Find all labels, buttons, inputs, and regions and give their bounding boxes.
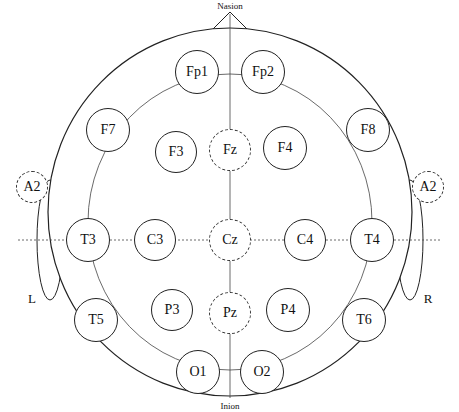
electrode-circle: A2 bbox=[16, 171, 48, 203]
electrode-circle: O2 bbox=[240, 350, 284, 394]
electrode-circle: Cz bbox=[209, 219, 251, 261]
side-label: L bbox=[28, 292, 36, 305]
electrode-label: O1 bbox=[189, 365, 206, 379]
nasion-label: Nasion bbox=[217, 2, 243, 11]
midline bbox=[230, 14, 231, 398]
electrode-label: Cz bbox=[222, 233, 238, 247]
electrode-label: F3 bbox=[169, 145, 184, 159]
electrode-circle: P3 bbox=[151, 289, 193, 331]
electrode-label: C3 bbox=[147, 233, 163, 247]
electrode-label: O2 bbox=[253, 365, 270, 379]
electrode-label: P4 bbox=[281, 303, 296, 317]
electrode-circle: F3 bbox=[155, 131, 197, 173]
electrode-label: F8 bbox=[361, 123, 376, 137]
electrode-label: P3 bbox=[165, 303, 180, 317]
electrode-circle: T5 bbox=[74, 298, 118, 342]
electrode-circle: Fz bbox=[209, 129, 251, 171]
electrode-circle: Pz bbox=[209, 292, 251, 334]
electrode-circle: Fp1 bbox=[175, 50, 219, 94]
electrode-circle: Fp2 bbox=[241, 50, 285, 94]
inion-label: Inion bbox=[221, 402, 240, 411]
electrode-label: A2 bbox=[419, 180, 436, 194]
side-label: R bbox=[424, 292, 433, 305]
electrode-label: F4 bbox=[278, 141, 293, 155]
electrode-label: T4 bbox=[364, 233, 380, 247]
electrode-circle: T3 bbox=[66, 218, 110, 262]
electrode-label: F7 bbox=[101, 123, 116, 137]
electrode-circle: O1 bbox=[176, 350, 220, 394]
electrode-label: Pz bbox=[223, 306, 237, 320]
electrode-label: Fp1 bbox=[186, 65, 208, 79]
electrode-label: C4 bbox=[297, 233, 313, 247]
electrode-label: T5 bbox=[88, 313, 104, 327]
electrode-circle: P4 bbox=[266, 288, 310, 332]
electrode-circle: C3 bbox=[134, 219, 176, 261]
electrode-circle: F7 bbox=[86, 108, 130, 152]
electrode-circle: F8 bbox=[346, 108, 390, 152]
electrode-label: T3 bbox=[80, 233, 96, 247]
electrode-circle: A2 bbox=[412, 171, 444, 203]
electrode-label: Fp2 bbox=[252, 65, 274, 79]
electrode-circle: F4 bbox=[263, 126, 307, 170]
electrode-label: T6 bbox=[356, 313, 372, 327]
electrode-label: Fz bbox=[223, 143, 237, 157]
electrode-label: A2 bbox=[23, 180, 40, 194]
electrode-circle: C4 bbox=[284, 219, 326, 261]
electrode-circle: T4 bbox=[350, 218, 394, 262]
electrode-circle: T6 bbox=[342, 298, 386, 342]
